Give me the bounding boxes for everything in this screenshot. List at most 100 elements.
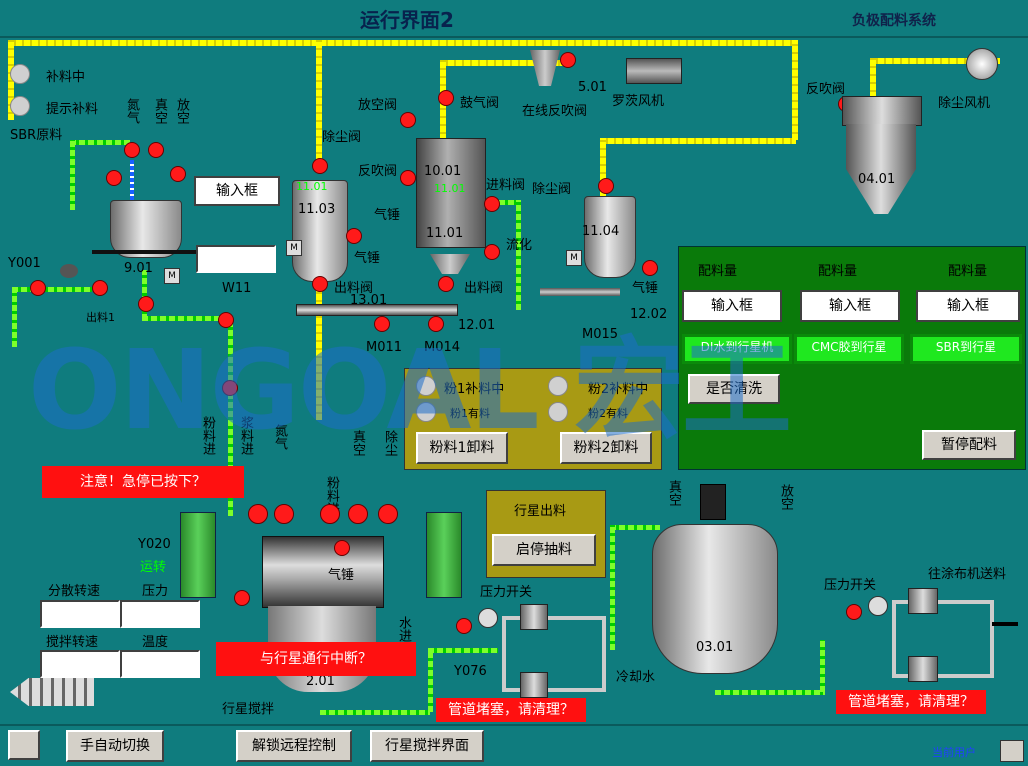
vacuum3-label: 真空 xyxy=(350,430,365,456)
valve-y001[interactable] xyxy=(30,280,46,296)
sbr-button[interactable]: SBR到行星 xyxy=(910,334,1022,364)
dust-fan-label: 除尘风机 xyxy=(938,96,991,111)
pressure-field xyxy=(120,600,200,628)
tank-1101b-label: 11.01 xyxy=(426,226,464,241)
estop-alarm: 注意！急停已按下？ xyxy=(42,466,244,498)
m011-label: M011 xyxy=(366,340,403,355)
tank-1001 xyxy=(416,138,486,248)
qty-input-3[interactable]: 输入框 xyxy=(916,290,1020,322)
tank-0301 xyxy=(652,524,778,674)
valve-vent-1001[interactable] xyxy=(400,112,416,128)
motor-left xyxy=(180,512,216,598)
out-arrow xyxy=(992,622,1018,626)
qty-input-1[interactable]: 输入框 xyxy=(682,290,782,322)
valve-dust-1103[interactable] xyxy=(312,158,328,174)
valve-planet-5[interactable] xyxy=(378,504,398,524)
top-input[interactable]: 输入框 xyxy=(194,176,280,206)
valve-slurry[interactable] xyxy=(222,380,238,396)
hammer4-label: 气锤 xyxy=(328,568,355,583)
vent-label: 放空 xyxy=(174,98,189,124)
powder1-has-lamp xyxy=(416,402,436,422)
tank-1001-label: 10.01 xyxy=(424,164,462,179)
qty-input-2[interactable]: 输入框 xyxy=(800,290,900,322)
valve-planet-left[interactable] xyxy=(234,590,250,606)
valve-dust-1104[interactable] xyxy=(598,178,614,194)
powder1-feeding-label: 粉1补料中 xyxy=(444,382,505,397)
valve-planet-3[interactable] xyxy=(320,504,340,524)
powder-in-label: 粉料进 xyxy=(200,416,215,455)
pipe-right-down xyxy=(792,40,798,140)
valve-discharge1[interactable] xyxy=(218,312,234,328)
valve-fluidize[interactable] xyxy=(484,244,500,260)
inlet-valve-label: 进料阀 xyxy=(486,178,526,193)
wash-button[interactable]: 是否清洗 xyxy=(688,374,780,404)
dust-valve-label: 除尘阀 xyxy=(322,130,362,145)
valve-m014[interactable] xyxy=(428,316,444,332)
valve-hammer-1104[interactable] xyxy=(642,260,658,276)
valve-blow[interactable] xyxy=(438,90,454,106)
tank-1001-cone xyxy=(430,254,470,274)
unload2-button[interactable]: 粉料2卸料 xyxy=(560,432,652,464)
tank-901 xyxy=(110,200,182,258)
powder1-feeding-lamp xyxy=(416,376,436,396)
tank-1104-label: 11.04 xyxy=(582,224,620,239)
dust-fan-icon xyxy=(966,48,998,80)
tank-901-label: 9.01 xyxy=(124,261,153,276)
di-water-button[interactable]: DI水到行星机 xyxy=(682,334,792,364)
valve-pressure-2[interactable] xyxy=(846,604,862,620)
valve-planet-1[interactable] xyxy=(248,504,268,524)
valve-y076[interactable] xyxy=(456,618,472,634)
valve-planet-2[interactable] xyxy=(274,504,294,524)
pipe-901-planet xyxy=(228,316,233,516)
valve-inlet[interactable] xyxy=(484,196,500,212)
to-coater-label: 往涂布机送料 xyxy=(928,567,1007,582)
motor-901: M xyxy=(164,268,180,284)
qty2-label: 配料量 xyxy=(818,264,858,279)
cmc-button[interactable]: CMC胶到行星 xyxy=(794,334,904,364)
start-stop-pump-button[interactable]: 启停抽料 xyxy=(492,534,596,566)
nitrogen-label: 氮气 xyxy=(124,98,139,124)
exit-icon[interactable] xyxy=(8,730,40,760)
valve-901-in[interactable] xyxy=(92,280,108,296)
discharge-valve2-label: 出料阀 xyxy=(464,281,504,296)
valve-blowback-1001[interactable] xyxy=(400,170,416,186)
unload1-button[interactable]: 粉料1卸料 xyxy=(416,432,508,464)
prompt-refill-lamp xyxy=(10,96,30,116)
hammer1-label: 气锤 xyxy=(354,251,381,266)
online-blowback-hopper xyxy=(530,50,560,86)
valve-hammer-1103[interactable] xyxy=(346,228,362,244)
valve-planet-4[interactable] xyxy=(348,504,368,524)
valve-discharge-1103[interactable] xyxy=(312,276,328,292)
pipe-sbr xyxy=(70,140,130,145)
valve-discharge-1001[interactable] xyxy=(438,276,454,292)
hopper-0401-top xyxy=(842,96,922,126)
num-1201-label: 12.01 xyxy=(458,318,496,333)
logout-icon[interactable] xyxy=(1000,740,1024,762)
valve-m011[interactable] xyxy=(374,316,390,332)
valve-sbr[interactable] xyxy=(106,170,122,186)
slurry-in-label: 浆料进 xyxy=(238,416,253,455)
watermark: ONGOAL 宏工 xyxy=(28,326,792,454)
powder1-has-label: 粉1有料 xyxy=(450,407,490,420)
w11-field[interactable] xyxy=(196,245,276,273)
valve-vacuum[interactable] xyxy=(148,142,164,158)
pressure-label: 压力 xyxy=(142,584,169,599)
planet-mixer-lid xyxy=(262,536,384,608)
valve-hammer-planet[interactable] xyxy=(334,540,350,556)
manual-auto-button[interactable]: 手自动切换 xyxy=(66,730,164,762)
valve-901-out[interactable] xyxy=(138,296,154,312)
valve-vent[interactable] xyxy=(170,166,186,182)
tank-0301-label: 03.01 xyxy=(696,640,734,655)
pipe-sbr-down xyxy=(70,140,75,210)
pipe-block-alarm-2: 管道堵塞，请清理？ xyxy=(836,690,986,714)
discharge-valve1-label: 出料阀 xyxy=(334,281,374,296)
unlock-remote-button[interactable]: 解锁远程控制 xyxy=(236,730,352,762)
pause-dosing-button[interactable]: 暂停配料 xyxy=(922,430,1016,460)
valve-online[interactable] xyxy=(560,52,576,68)
vacuum-label: 真空 xyxy=(152,98,167,124)
valve-nitrogen[interactable] xyxy=(124,142,140,158)
filter-2a xyxy=(908,588,938,614)
m014-label: M014 xyxy=(424,340,461,355)
qty1-label: 配料量 xyxy=(698,264,738,279)
planet-stir-page-button[interactable]: 行星搅拌界面 xyxy=(370,730,484,762)
